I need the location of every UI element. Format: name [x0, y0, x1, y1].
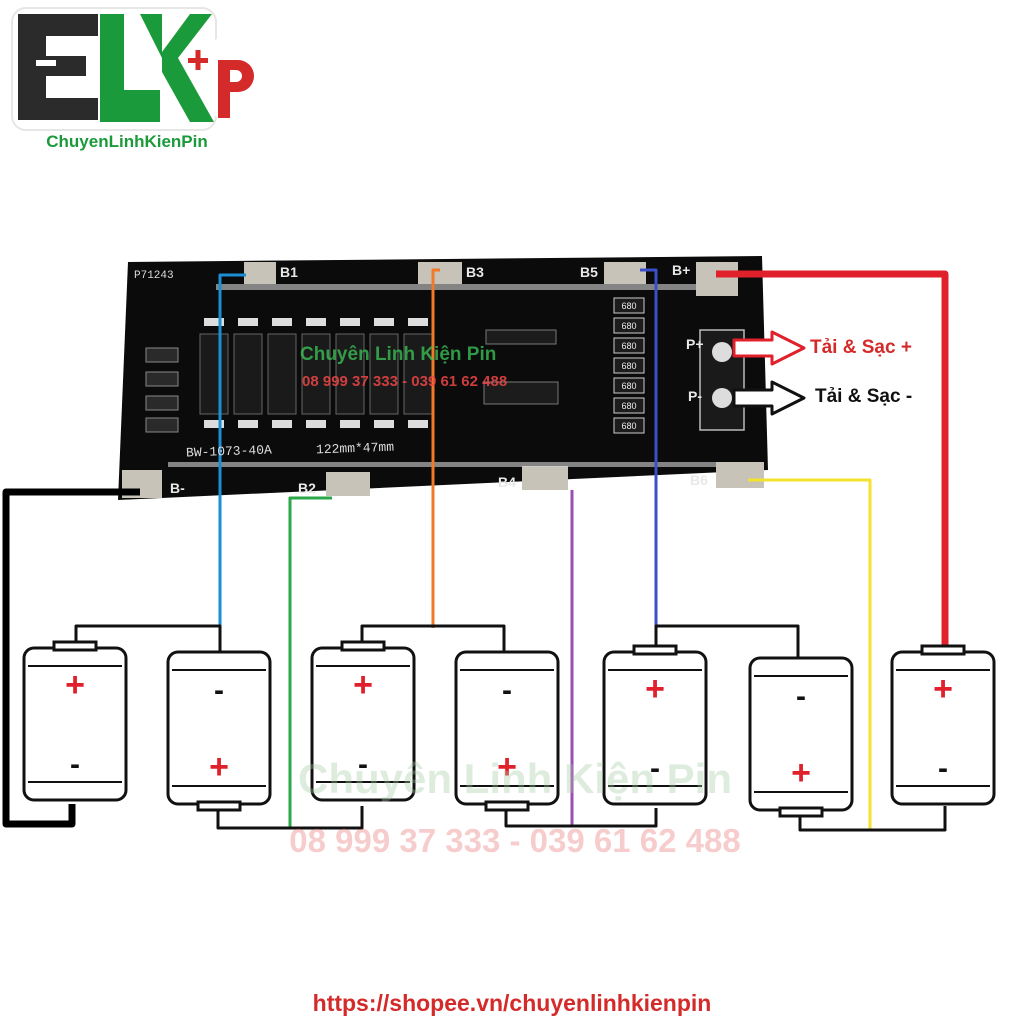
pad-b6 [716, 462, 764, 488]
p-minus-terminal [712, 388, 732, 408]
wire-b6 [748, 478, 872, 830]
arrow-load-plus [732, 330, 806, 366]
cell-plus-sign: + [497, 748, 517, 786]
cell-plus-sign: + [65, 666, 85, 704]
label-b6: B6 [690, 472, 708, 488]
watermark-name: Chuyên Linh Kiện Pin [297, 755, 732, 802]
load-charge-plus-label: Tải & Sạc + [810, 337, 912, 358]
label-b2: B2 [298, 480, 316, 496]
cell-plus-sign: + [353, 666, 373, 704]
resistor-value: 680 [621, 401, 636, 411]
battery-cell: -+ [748, 656, 854, 818]
label-b4: B4 [498, 474, 516, 490]
wire-b5 [640, 268, 658, 626]
resistor-value: 680 [621, 361, 636, 371]
board-watermark-phone: 08 999 37 333 - 039 61 62 488 [302, 373, 508, 390]
cell-plus-sign: + [791, 754, 811, 792]
battery-cell: +- [890, 644, 996, 806]
battery-cells: +--++--++--++- [22, 640, 996, 818]
resistor-value: 680 [621, 421, 636, 431]
label-b3: B3 [466, 264, 484, 280]
battery-cell: -+ [166, 650, 272, 812]
cell-plus-sign: + [645, 670, 665, 708]
board-watermark-name: Chuyên Linh Kiện Pin [300, 344, 497, 365]
label-b1: B1 [280, 264, 298, 280]
pad-b5 [604, 262, 646, 284]
resistor-value: 680 [621, 301, 636, 311]
wires [2, 268, 949, 832]
wire-b-minus [2, 488, 140, 828]
p-plus-terminal [712, 342, 732, 362]
cell-minus-sign: - [938, 752, 948, 785]
cell-minus-sign: - [358, 748, 368, 781]
resistor-value: 680 [621, 341, 636, 351]
label-b-minus: B- [170, 480, 185, 496]
logo-caption: ChuyenLinhKienPin [46, 132, 208, 151]
cell-plus-sign: + [933, 670, 953, 708]
cell-minus-sign: - [650, 752, 660, 785]
battery-cell: +- [310, 640, 416, 802]
wire-b1 [218, 273, 246, 628]
battery-cell: +- [602, 644, 708, 806]
pad-b1 [244, 262, 276, 284]
board-model: BW-1073-40A [185, 442, 273, 461]
cell-minus-sign: - [502, 674, 512, 707]
cell-plus-sign: + [209, 748, 229, 786]
pad-b4 [522, 466, 568, 490]
label-b5: B5 [580, 264, 598, 280]
cell-minus-sign: - [214, 674, 224, 707]
label-p-minus: P- [688, 388, 702, 404]
label-b-plus: B+ [672, 262, 691, 278]
resistor-column: 680 680 680 680 680 680 680 [613, 297, 645, 434]
shop-url-link[interactable]: https://shopee.vn/chuyenlinhkienpin [312, 990, 712, 1016]
resistor-value: 680 [621, 321, 636, 331]
pad-b-plus [696, 262, 738, 296]
cell-minus-sign: - [796, 680, 806, 713]
cell-minus-sign: - [70, 748, 80, 781]
wire-b2 [288, 496, 332, 828]
label-p-plus: P+ [686, 336, 704, 352]
battery-cell: -+ [454, 650, 560, 812]
wire-b-plus [716, 270, 949, 648]
arrow-load-minus [732, 380, 806, 416]
board-size: 122mm*47mm [315, 439, 395, 458]
battery-cell: +- [22, 640, 128, 802]
pad-b3 [418, 262, 462, 284]
resistor-value: 680 [621, 381, 636, 391]
logo [11, 7, 258, 131]
pad-b2 [326, 472, 370, 496]
mosfet-array [199, 318, 433, 428]
board-code: P71243 [134, 270, 174, 282]
watermark-phone: 08 999 37 333 - 039 61 62 488 [289, 822, 741, 859]
wire-b3 [431, 268, 440, 628]
bms-board: 680 680 680 680 680 680 680 [118, 256, 768, 500]
load-charge-minus-label: Tải & Sạc - [815, 386, 913, 407]
